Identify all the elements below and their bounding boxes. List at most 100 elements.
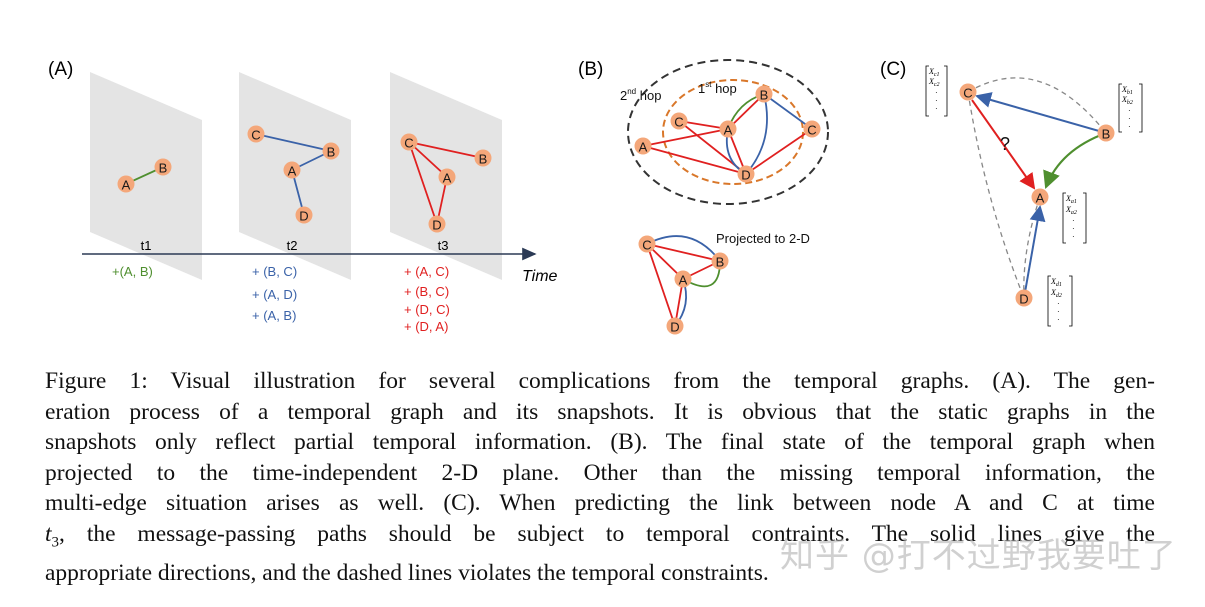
caption-line-6-text: , the message-passing paths should be su… [59, 520, 1155, 547]
time-label: Time [522, 268, 558, 285]
svg-text:·: · [935, 88, 938, 97]
b-edge-ad2 [642, 145, 747, 175]
t2-node-a: A [283, 161, 301, 179]
b-edge-dc2 [745, 128, 813, 175]
svg-text:Xd1: Xd1 [1050, 277, 1062, 288]
svg-text:·: · [1057, 307, 1060, 316]
caption-line-4: projected to the time-independent 2-D pl… [45, 459, 1155, 486]
panel-b-label: (B) [578, 59, 603, 80]
vector-d: Xd1 Xd2 ··· [1047, 275, 1073, 327]
svg-text:Xd2: Xd2 [1050, 288, 1062, 299]
t3-node-b: B [474, 149, 492, 167]
t3-edge-1: + (A, C) [404, 264, 449, 279]
b-node-d: D [737, 165, 755, 183]
svg-text:·: · [1128, 106, 1131, 115]
t2-edge-1: + (B, C) [252, 264, 297, 279]
svg-text:C: C [674, 115, 683, 130]
p-node-b: B [711, 252, 729, 270]
b-edge-aa2 [642, 128, 729, 147]
tick-t1: t1 [141, 238, 152, 253]
t1-edge-1: +(A, B) [112, 264, 153, 279]
svg-text:B: B [716, 255, 725, 270]
svg-text:C: C [807, 123, 816, 138]
caption-line-2: eration process of a temporal graph and … [45, 398, 1155, 425]
svg-text:A: A [288, 164, 297, 179]
svg-text:C: C [404, 136, 413, 151]
svg-text:·: · [935, 96, 938, 105]
svg-text:Xa1: Xa1 [1065, 194, 1077, 205]
svg-text:D: D [670, 320, 679, 335]
b-node-c-inner: C [670, 112, 688, 130]
svg-text:C: C [251, 128, 260, 143]
b-node-b-inner: B [755, 85, 773, 103]
t3-edge-cb [408, 141, 484, 159]
p-node-a: A [674, 270, 692, 288]
t2-node-c: C [247, 125, 265, 143]
vector-b: Xb1 Xb2 ··· [1118, 83, 1143, 133]
svg-text:B: B [1102, 127, 1111, 142]
t3-edge-cd [408, 141, 438, 225]
svg-text:·: · [1072, 232, 1075, 241]
c-arrow-da [1023, 205, 1046, 299]
svg-text:C: C [963, 86, 972, 101]
t2-edge-3: + (A, B) [252, 308, 296, 323]
p-edge-cb-blue [646, 235, 721, 262]
t3-edge-3: + (D, C) [404, 302, 450, 317]
c-node-a: A [1031, 188, 1049, 206]
figure-1: (A) Time t1 t2 t3 +(A, B) + (B, C) + (A,… [48, 59, 1143, 335]
t2-node-b: B [322, 142, 340, 160]
caption-line-7: appropriate directions, and the dashed l… [45, 559, 769, 586]
hop2-ring [627, 59, 829, 205]
svg-text:D: D [299, 209, 308, 224]
caption-math-t: t [45, 520, 52, 547]
hop1-label: 1st hop [698, 80, 737, 96]
b-edge-bd-blue [745, 93, 768, 175]
svg-text:·: · [1072, 224, 1075, 233]
p-node-d: D [666, 317, 684, 335]
svg-text:A: A [1036, 191, 1045, 206]
svg-text:D: D [1019, 292, 1028, 307]
svg-text:Xc1: Xc1 [928, 67, 940, 78]
caption-line-1: Figure 1: Visual illustration for severa… [45, 368, 1155, 394]
vector-a: Xa1 Xa2 ··· [1062, 192, 1087, 244]
panel-c-label: (C) [880, 59, 906, 80]
c-arrow-bc [975, 92, 1107, 134]
t2-edge-2: + (A, D) [252, 287, 297, 302]
watermark: 知乎 @打不过野我要吐了 [780, 536, 1177, 576]
svg-text:A: A [724, 123, 733, 138]
svg-text:·: · [1057, 299, 1060, 308]
c-dashed-cb [967, 77, 1107, 134]
c-question-mark: ? [1000, 134, 1010, 154]
figure-caption: Figure 1: Visual illustration for severa… [45, 366, 1155, 588]
t2-edge-bc [255, 133, 332, 152]
t3-node-d: D [428, 215, 446, 233]
t3-node-c: C [400, 133, 418, 151]
hop1-ring [662, 79, 804, 185]
t2-node-d: D [295, 206, 313, 224]
b-node-a-outer: A [634, 137, 652, 155]
c-dashed-cd [967, 91, 1025, 299]
svg-text:B: B [327, 145, 336, 160]
svg-text:B: B [159, 161, 168, 176]
c-node-c: C [959, 83, 977, 101]
t1-node-b: B [154, 158, 172, 176]
tick-t3: t3 [438, 238, 449, 253]
tick-t2: t2 [287, 238, 298, 253]
t3-edge-ca [408, 141, 448, 178]
snapshot-plane-t1 [90, 72, 202, 280]
t1-node-a: A [117, 175, 135, 193]
svg-text:D: D [432, 218, 441, 233]
svg-text:Xb2: Xb2 [1121, 95, 1133, 106]
c-arrow-ca [971, 99, 1036, 190]
panel-c: (C) ? C B A D Xc1 Xc2 ··· Xb1 Xb2 ··· [880, 59, 1143, 327]
projected-label: Projected to 2-D [716, 231, 810, 246]
svg-text:Xb1: Xb1 [1121, 85, 1133, 96]
c-node-b: B [1097, 124, 1115, 142]
hop2-label: 2nd hop [620, 87, 661, 103]
svg-text:A: A [122, 178, 131, 193]
svg-text:C: C [642, 238, 651, 253]
caption-line-3: snapshots only reflect partial temporal … [45, 429, 1155, 455]
svg-text:·: · [1128, 122, 1131, 131]
panel-a-label: (A) [48, 59, 73, 80]
svg-text:Xc2: Xc2 [928, 77, 940, 88]
